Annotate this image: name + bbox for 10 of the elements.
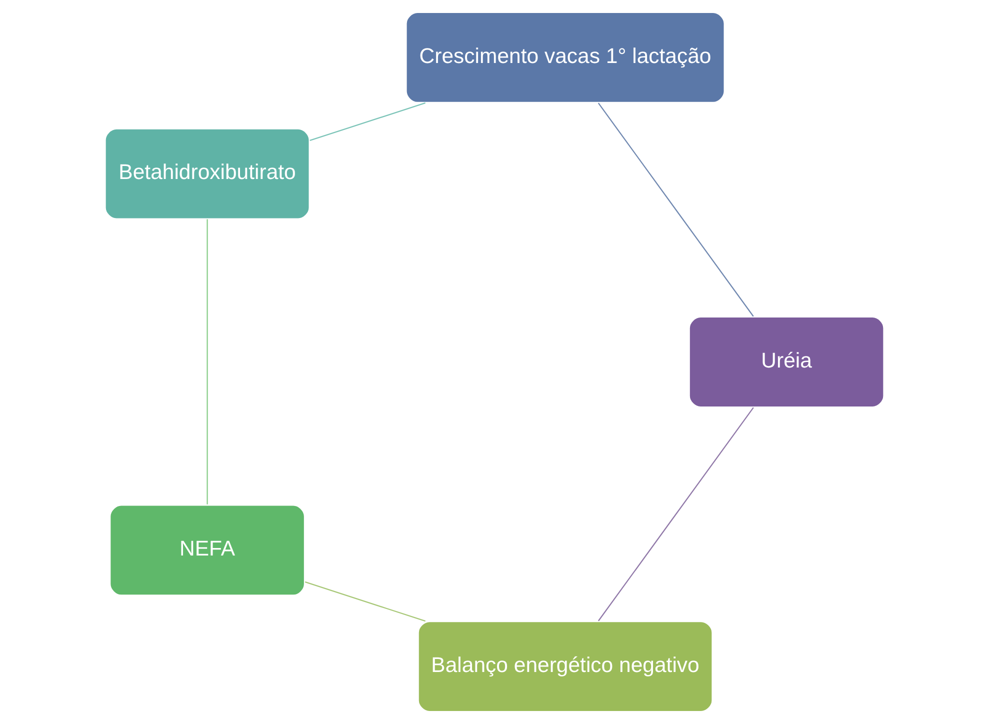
- node-box: Betahidroxibutirato: [103, 127, 310, 220]
- connector: [309, 102, 425, 142]
- connector: [304, 581, 426, 622]
- connector: [597, 407, 754, 622]
- node-box: Uréia: [687, 316, 885, 408]
- node-box: Balanço energético negativo: [416, 620, 714, 713]
- connector: [597, 102, 754, 317]
- node-box: Crescimento vacas 1° lactação: [404, 11, 726, 104]
- connector: [206, 219, 208, 504]
- node-box: NEFA: [108, 504, 306, 597]
